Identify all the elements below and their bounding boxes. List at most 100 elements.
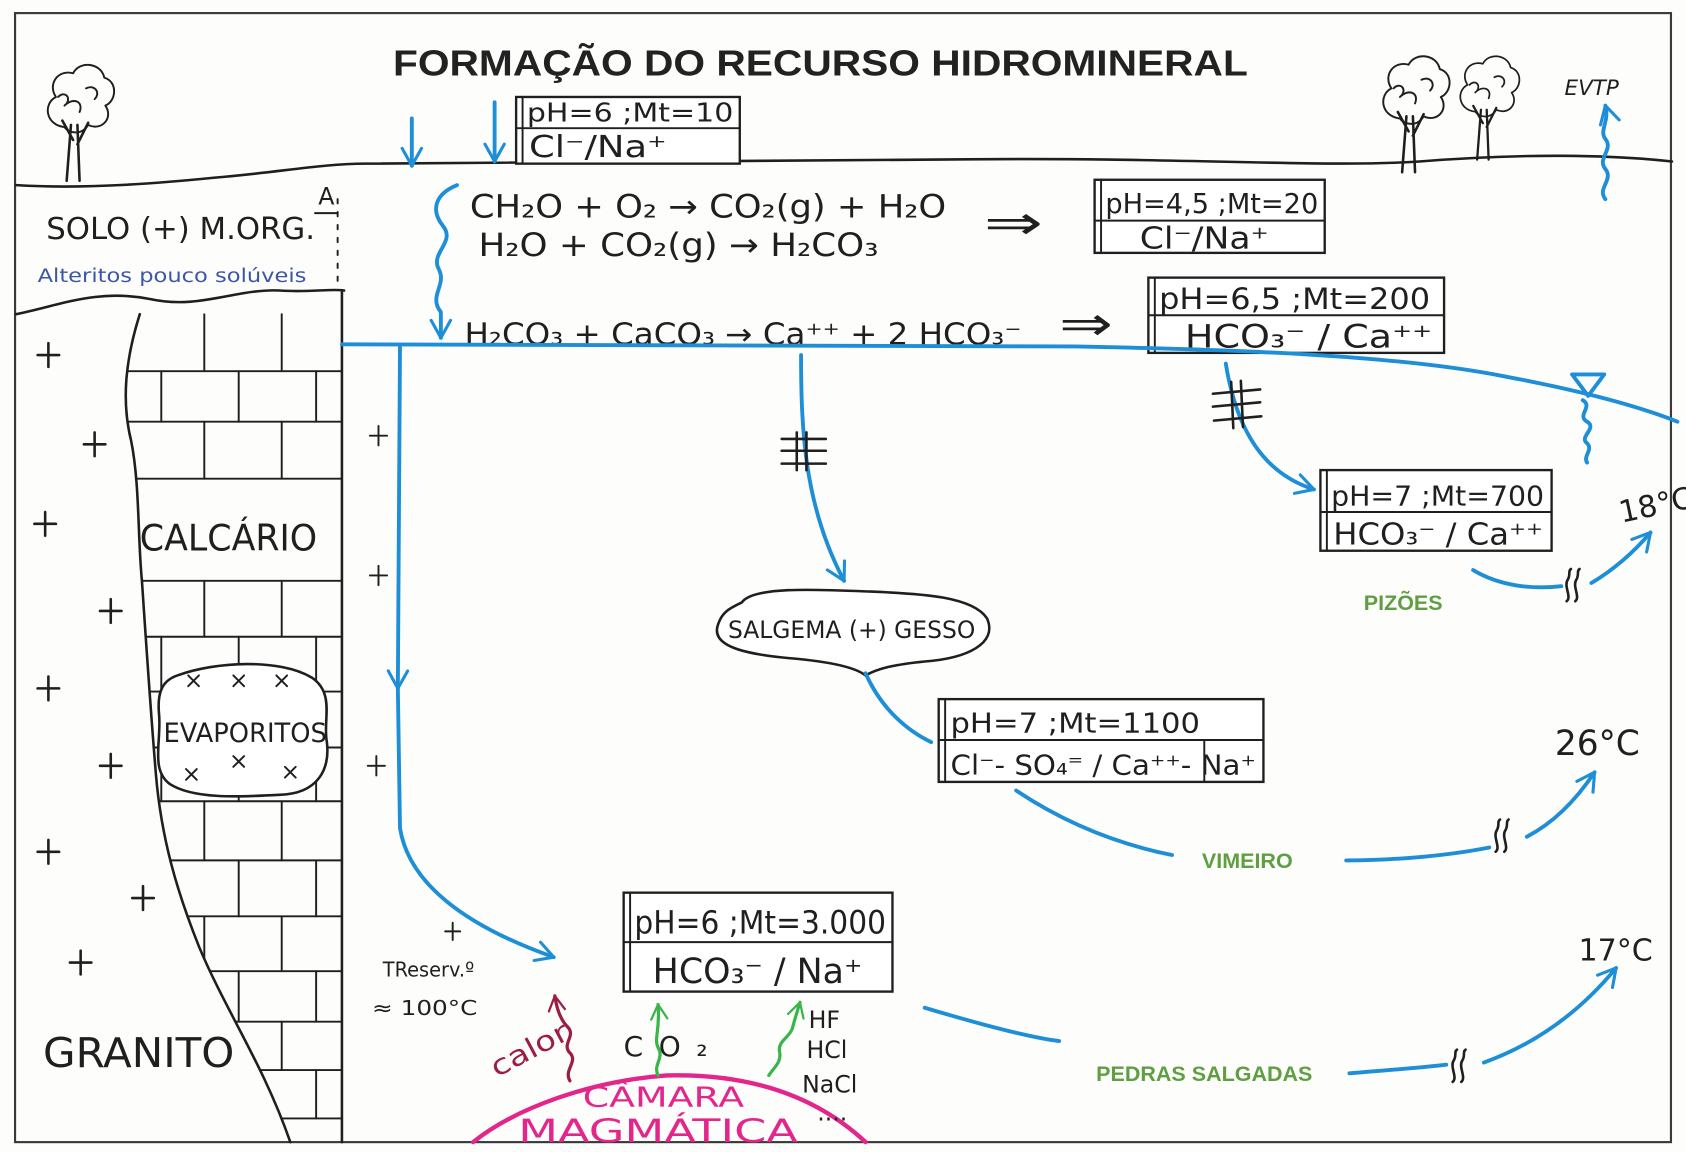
- soil-horizon-label: A: [318, 182, 334, 210]
- water-box-ph-mt: pH=7 ;Mt=1100: [951, 706, 1200, 739]
- granite-cross-mark: [36, 341, 61, 369]
- pedras-flow-line-1: [922, 1005, 1062, 1043]
- granite-cross-mark: [366, 755, 386, 777]
- volatile-more: ....: [817, 1099, 847, 1127]
- barrier-hatch-mark: [1211, 379, 1263, 430]
- soil-percolation-wavy-arrow: [429, 183, 459, 340]
- water-box-ph-mt: pH=7 ;Mt=700: [1331, 480, 1544, 513]
- pizoes-spring-label: PIZÕES: [1364, 590, 1443, 615]
- evapotranspiration-label: EVTP: [1564, 76, 1618, 101]
- water-box-ions: HCO₃⁻ / Na⁺: [653, 952, 863, 992]
- deep-flow-to-reservoir-arrow: [395, 686, 556, 963]
- pedras-spring-arrow: [1481, 965, 1619, 1065]
- barrier-hatch-evaporites: [780, 431, 828, 472]
- magma-chamber-arc: [470, 1073, 868, 1145]
- limestone-label: CALCÁRIO: [140, 516, 317, 560]
- evaporite-x-mark: [232, 674, 246, 688]
- water-box-divider: [1319, 469, 1553, 552]
- water-box-vimeiro: pH=7 ;Mt=1100 Cl⁻- SO₄⁼ / Ca⁺⁺- Na⁺: [937, 697, 1265, 784]
- pizoes-flow-line: [1471, 568, 1564, 590]
- water-box-ions: Cl⁻- SO₄⁼ / Ca⁺⁺- Na⁺: [951, 748, 1256, 781]
- vimeiro-break-mark: [1494, 818, 1510, 854]
- water-box-divider: [937, 698, 1265, 783]
- vimeiro-spring-arrow: [1524, 770, 1597, 839]
- water-box-frame: [514, 95, 741, 165]
- water-box-pizoes: pH=7 ;Mt=700 HCO₃⁻ / Ca⁺⁺: [1319, 468, 1553, 552]
- evaporites-label: EVAPORITOS: [163, 718, 326, 749]
- granite-cross-mark: [98, 752, 123, 779]
- water-box-rain: pH=6 ;Mt=10 Cl⁻/Na⁺: [514, 95, 741, 165]
- water-box-ph-mt: pH=6,5 ;Mt=200: [1159, 282, 1430, 316]
- reservoir-temperature-value: ≈ 100°C: [372, 996, 477, 1020]
- vimeiro-spring-label: VIMEIRO: [1202, 849, 1293, 873]
- salt-gypsum-label: SALGEMA (+) GESSO: [728, 616, 975, 644]
- granite-cross-mark: [68, 949, 93, 976]
- pedras-salgadas-temperature: 17°C: [1578, 933, 1652, 968]
- pedras-break-mark: [1451, 1048, 1467, 1084]
- volatile-hcl: HCl: [806, 1036, 847, 1064]
- volatile-hf: HF: [809, 1006, 840, 1034]
- granite-cross-mark: [368, 425, 389, 447]
- water-box-ph-mt: pH=6 ;Mt=3.000: [634, 904, 886, 942]
- vimeiro-flow-line-1: [1014, 788, 1174, 857]
- pedras-flow-line-2: [1347, 1062, 1449, 1076]
- water-box-divider: [1147, 276, 1446, 354]
- implies-arrow-soil: ⇒: [984, 196, 1043, 251]
- salt-gypsum-cloud: [715, 588, 991, 678]
- water-box-ph-mt: pH=4,5 ;Mt=20: [1105, 187, 1318, 220]
- evaporite-x-mark: [275, 674, 289, 688]
- water-box-ions: Cl⁻/Na⁺: [529, 130, 667, 165]
- reaction-organic-oxidation: CH₂O + O₂ → CO₂(g) + H₂O: [470, 187, 946, 225]
- water-box-ions: HCO₃⁻ / Ca⁺⁺: [1333, 517, 1543, 552]
- evaporites-body: [156, 662, 329, 798]
- pizoes-spring-arrow: [1589, 530, 1653, 585]
- magma-chamber-label-2: MAGMÁTICA: [518, 1112, 798, 1150]
- water-box-ions: Cl⁻/Na⁺: [1140, 222, 1269, 257]
- barrier-hatch-pizoes: [1211, 379, 1263, 430]
- vimeiro-temperature: 26°C: [1555, 724, 1640, 764]
- water-box-frame: [1093, 178, 1326, 255]
- reaction-carbonic-acid: H₂O + CO₂(g) → H₂CO₃: [478, 226, 878, 264]
- granite-cross-mark: [82, 431, 107, 458]
- diagram-title: FORMAÇÃO DO RECURSO HIDROMINERAL: [393, 41, 1248, 83]
- evaporite-x-mark: [187, 674, 200, 688]
- flow-salt-to-vimeiro-box: [863, 671, 934, 745]
- water-box-soil: pH=4,5 ;Mt=20 Cl⁻/Na⁺: [1093, 178, 1326, 257]
- water-box-ph-mt: pH=6 ;Mt=10: [527, 99, 733, 129]
- soil-label: SOLO (+) M.ORG.: [46, 212, 315, 247]
- granite-cross-mark: [130, 884, 156, 912]
- deep-flow-arrow-down: [386, 344, 410, 691]
- pedras-salgadas-spring-label: PEDRAS SALGADAS: [1096, 1062, 1312, 1086]
- granite-cross-mark: [368, 564, 389, 587]
- granite-cross-mark: [98, 597, 123, 625]
- barrier-hatch-mark: [780, 431, 828, 472]
- evapotranspiration-arrow: [1598, 103, 1621, 202]
- water-box-divider: [1093, 178, 1326, 254]
- water-table-squiggle: [1580, 398, 1593, 465]
- water-box-limestone: pH=6,5 ;Mt=200 HCO₃⁻ / Ca⁺⁺: [1147, 276, 1446, 356]
- water-box-divider: [515, 96, 741, 165]
- vimeiro-flow-line-2: [1344, 845, 1492, 863]
- heat-arrow: [547, 994, 575, 1083]
- co2-arrow: [650, 1002, 669, 1078]
- granite-cross-mark: [33, 510, 58, 537]
- granite-cross-marks: [33, 341, 462, 976]
- water-box-pedras-salgadas: pH=6 ;Mt=3.000 HCO₃⁻ / Na⁺: [622, 891, 894, 993]
- limestone-granite-boundary: [124, 312, 292, 1144]
- granite-cross-mark: [444, 921, 462, 941]
- pizoes-break-mark: [1565, 567, 1581, 603]
- magma-chamber-label-1: CÂMARA: [583, 1080, 744, 1114]
- evaporite-x-marks: [185, 674, 297, 781]
- volatile-nacl: NaCl: [802, 1071, 857, 1099]
- implies-arrow-limestone: ⇒: [1059, 297, 1113, 352]
- granite-cross-mark: [36, 838, 61, 865]
- water-box-frame: [1319, 468, 1553, 552]
- evaporite-x-mark: [283, 765, 297, 779]
- evaporite-x-mark: [185, 768, 198, 781]
- soil-note: Alteritos pouco solúveis: [38, 266, 307, 287]
- granite-label: GRANITO: [43, 1029, 234, 1077]
- soil-base-line: [14, 288, 346, 316]
- evaporite-x-mark: [232, 755, 246, 768]
